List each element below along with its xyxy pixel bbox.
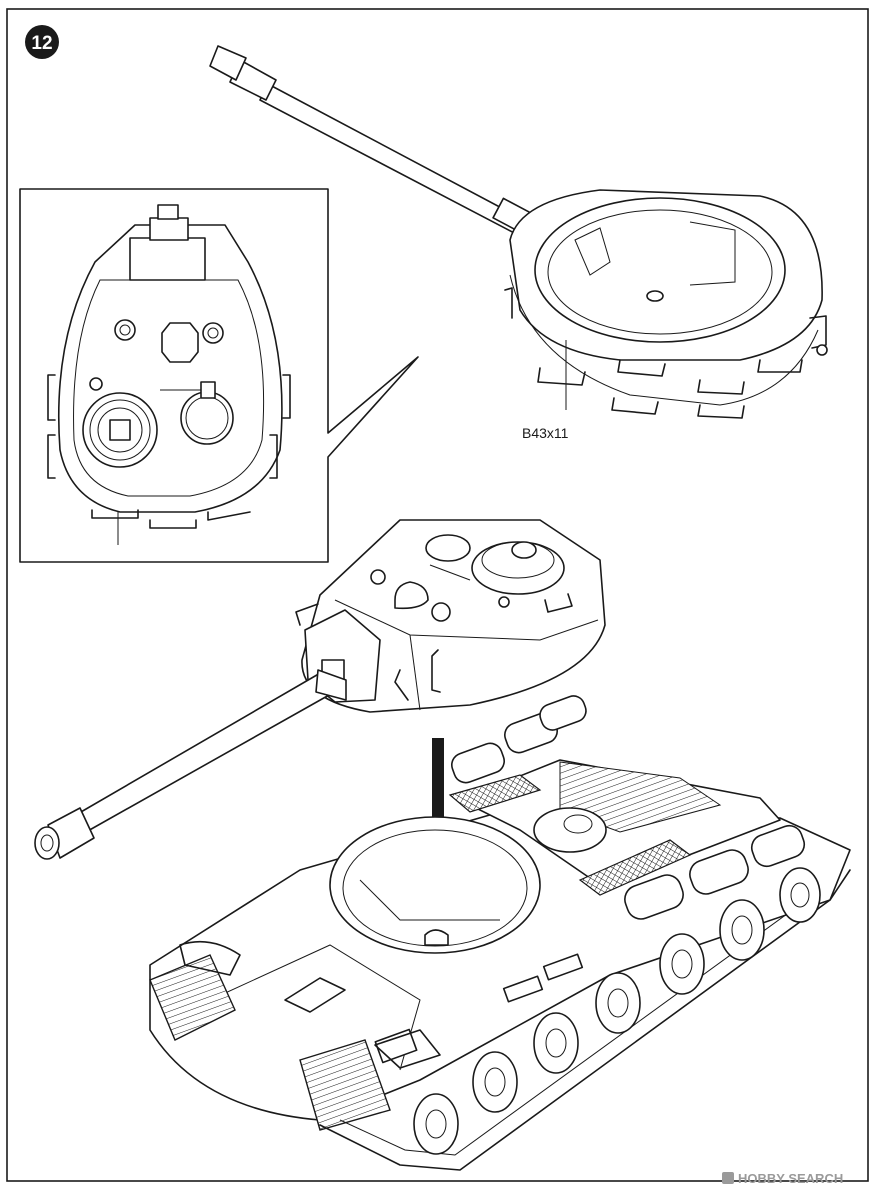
turret-top-view-inset	[19, 188, 419, 563]
inset-commander-cupola	[82, 377, 158, 468]
turret-vent-plate	[394, 581, 429, 610]
engine-grille-right	[578, 839, 692, 896]
step-badge: 12	[25, 25, 59, 59]
upper-gun-barrel	[209, 45, 538, 237]
turret-loader-hatch	[425, 534, 471, 562]
engine-grille-left	[448, 774, 542, 813]
inset-periscope-right	[202, 322, 224, 344]
engine-deck-slats	[559, 761, 722, 833]
driver-visor	[284, 977, 346, 1013]
assembled-turret	[34, 519, 606, 860]
step-number: 12	[31, 33, 52, 54]
hull-turret-ring	[329, 816, 541, 954]
right-track-fender	[299, 1039, 391, 1131]
front-tow-hooks	[502, 953, 584, 1003]
inset-rear-block	[129, 237, 206, 281]
turret-gun-barrel	[34, 669, 347, 860]
inset-periscope-left	[114, 319, 136, 341]
engine-access-hatch	[533, 807, 607, 853]
upper-turret-ring	[534, 197, 786, 343]
tank-hull	[149, 695, 851, 1171]
turret-handrails	[295, 593, 573, 701]
track-run	[319, 869, 851, 1171]
page-border	[6, 8, 869, 1182]
watermark: HOBBY SEARCH	[722, 1171, 843, 1186]
external-fuel-tanks	[451, 695, 806, 920]
road-wheels	[413, 867, 821, 1155]
watermark-logo-icon	[722, 1172, 734, 1184]
turret-underside-assembly: B43x11	[209, 45, 828, 441]
step-badge-circle	[25, 25, 59, 59]
inset-handrails	[47, 374, 291, 529]
inset-vent-plate	[161, 322, 199, 363]
inset-loader-hatch	[160, 381, 234, 445]
part-callout-label: B43x11	[522, 425, 569, 441]
watermark-text: HOBBY SEARCH	[738, 1171, 843, 1186]
turret-commander-cupola	[471, 541, 565, 595]
inset-frame	[19, 188, 419, 563]
left-track-fender	[149, 954, 236, 1041]
